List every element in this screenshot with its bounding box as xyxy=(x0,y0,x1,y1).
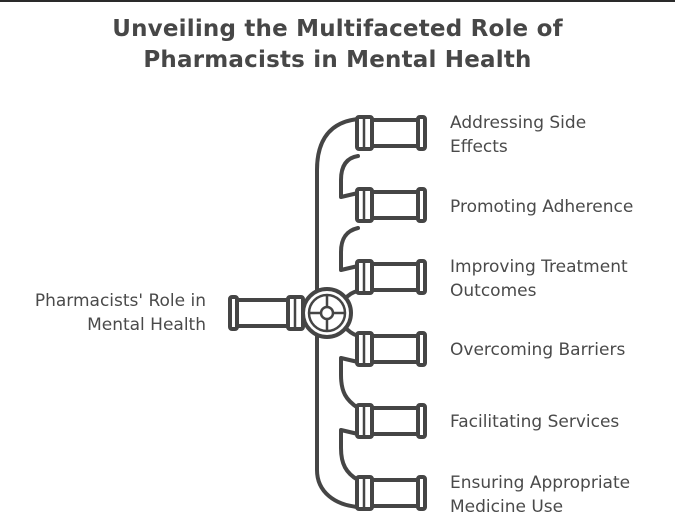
input-pipe-body xyxy=(234,298,290,328)
branch-label-6-line-2: Medicine Use xyxy=(450,497,564,517)
branch-pipe-endcap xyxy=(416,187,427,223)
manifold-inner-wall-5 xyxy=(339,356,360,410)
branch-label-1-line-2: Effects xyxy=(450,137,508,157)
source-label-line-2: Mental Health xyxy=(87,315,206,335)
branch-pipe-endcap xyxy=(416,475,427,511)
branch-pipe-body xyxy=(368,190,422,220)
branch-label-3-line-2: Outcomes xyxy=(450,281,537,301)
top-border xyxy=(0,0,675,2)
branch-pipe-body xyxy=(368,478,422,508)
input-pipe-endcap xyxy=(228,295,239,331)
branch-label-4-line-1: Overcoming Barriers xyxy=(450,340,626,360)
branch-label-5-line-1: Facilitating Services xyxy=(450,412,620,432)
branch-label-2: Promoting Adherence xyxy=(450,195,675,219)
branch-pipe-4 xyxy=(355,331,427,367)
valve-icon xyxy=(301,287,353,339)
branch-pipe-endcap xyxy=(416,403,427,439)
branch-pipe-endcap xyxy=(416,115,427,151)
title-line-1: Unveiling the Multifaceted Role of xyxy=(112,16,563,42)
manifold-inner-wall-6 xyxy=(339,428,360,482)
title-line-2: Pharmacists in Mental Health xyxy=(143,47,532,73)
manifold-inner-wall-1 xyxy=(339,154,360,199)
branch-pipe-2 xyxy=(355,187,427,223)
source-label-line-1: Pharmacists' Role in xyxy=(34,291,206,311)
branch-pipe-3 xyxy=(355,259,427,295)
branch-label-1-line-1: Addressing Side xyxy=(450,113,587,133)
branch-pipe-6 xyxy=(355,475,427,511)
source-label: Pharmacists' Role in Mental Health xyxy=(0,289,206,337)
branch-label-2-line-1: Promoting Adherence xyxy=(450,197,634,217)
branch-label-1: Addressing Side Effects xyxy=(450,111,675,159)
branch-pipe-endcap xyxy=(416,259,427,295)
branch-pipe-1 xyxy=(355,115,427,151)
branch-pipe-body xyxy=(368,334,422,364)
branch-pipe-body xyxy=(368,118,422,148)
branch-pipe-body xyxy=(368,262,422,292)
branch-label-5: Facilitating Services xyxy=(450,410,675,434)
branch-label-3-line-1: Improving Treatment xyxy=(450,257,628,277)
branch-pipe-body xyxy=(368,406,422,436)
manifold-inner-wall-2 xyxy=(339,226,360,272)
branch-label-6-line-1: Ensuring Appropriate xyxy=(450,473,631,493)
diagram-title: Unveiling the Multifaceted Role of Pharm… xyxy=(60,14,615,76)
input-pipe xyxy=(228,295,305,331)
branch-label-3: Improving Treatment Outcomes xyxy=(450,255,675,303)
branch-label-6: Ensuring Appropriate Medicine Use xyxy=(450,471,675,519)
manifold-outer-wall xyxy=(315,117,360,509)
branch-pipe-5 xyxy=(355,403,427,439)
branch-pipe-endcap xyxy=(416,331,427,367)
branch-label-4: Overcoming Barriers xyxy=(450,338,675,362)
